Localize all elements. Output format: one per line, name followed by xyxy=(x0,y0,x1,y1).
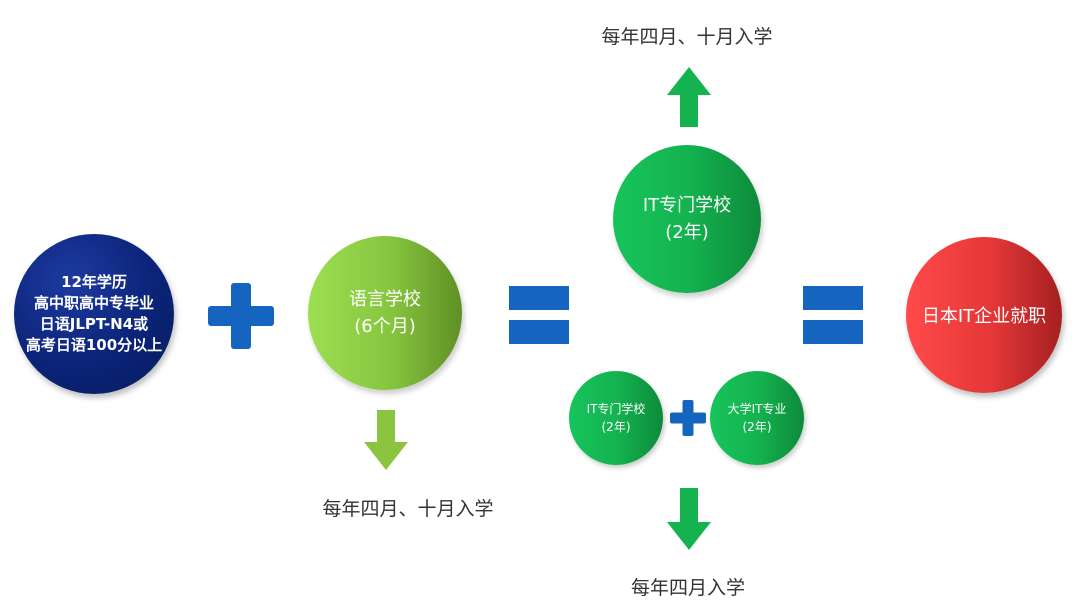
requirement-line: 高中职高中专毕业 xyxy=(33,294,154,312)
language-intake-caption: 每年四月、十月入学 xyxy=(322,498,494,520)
language-school-label: 语言学校 xyxy=(349,289,421,310)
requirements-circle: 12年学历 高中职高中专毕业 日语JLPT-N4或 高考日语100分以上 xyxy=(14,234,174,394)
it-school-duration: (2年) xyxy=(665,222,709,243)
equals-icon xyxy=(509,286,569,344)
plus-icon xyxy=(208,283,274,349)
language-school-circle: 语言学校 (6个月) xyxy=(308,236,462,390)
requirement-line: 高考日语100分以上 xyxy=(25,336,163,354)
it-school-small-circle: IT专门学校 (2年) xyxy=(569,371,663,465)
up-arrow-icon xyxy=(667,67,711,127)
down-arrow-icon xyxy=(364,410,408,470)
university-it-label: 大学IT专业 xyxy=(727,402,787,416)
it-school-circle: IT专门学校 (2年) xyxy=(613,145,761,293)
employment-circle: 日本IT企业就职 xyxy=(906,237,1062,393)
down-arrow-icon xyxy=(667,488,711,550)
requirement-line: 12年学历 xyxy=(61,273,127,291)
university-it-duration: (2年) xyxy=(742,420,772,434)
language-school-duration: (6个月) xyxy=(354,316,416,337)
employment-label: 日本IT企业就职 xyxy=(921,306,1047,327)
requirement-line: 日语JLPT-N4或 xyxy=(39,315,149,333)
it-school-label: IT专门学校 xyxy=(642,195,732,216)
top-intake-caption: 每年四月、十月入学 xyxy=(601,26,773,48)
bottom-intake-caption: 每年四月入学 xyxy=(630,577,745,599)
it-school-small-label: IT专门学校 xyxy=(586,402,646,416)
university-it-circle: 大学IT专业 (2年) xyxy=(710,371,804,465)
plus-icon xyxy=(670,400,706,436)
equals-icon xyxy=(803,286,863,344)
it-school-small-duration: (2年) xyxy=(601,420,631,434)
